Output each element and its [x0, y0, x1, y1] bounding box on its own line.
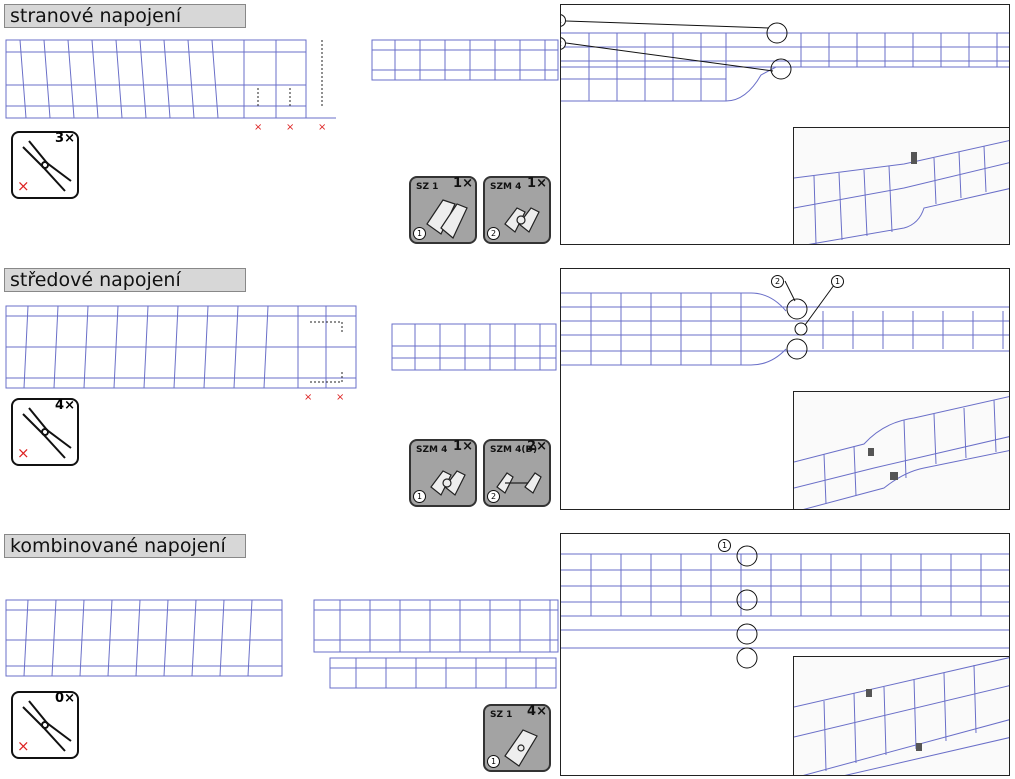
part-count: 1× — [527, 176, 547, 191]
detail-view: 2 1 — [560, 268, 1010, 510]
connector-clip-icon — [426, 199, 468, 239]
part-code: SZ 1 — [416, 182, 439, 192]
section-side-connection: stranové napojení — [0, 0, 1015, 262]
wire-cutter-icon — [22, 407, 72, 459]
cut-mark: × — [17, 737, 30, 755]
connector-clip-icon — [504, 207, 540, 233]
wire-cutter-icon — [22, 700, 72, 752]
part-box: SZM 4 1× 2 — [483, 176, 551, 244]
perspective-view — [793, 656, 1009, 775]
connector-clip-icon — [496, 472, 542, 494]
cut-mark: × — [336, 392, 345, 403]
section-title: stranové napojení — [4, 4, 246, 28]
perspective-view — [793, 391, 1009, 509]
cut-mark: × — [17, 444, 30, 462]
cut-mark: × — [286, 122, 295, 133]
connector-clip-icon — [504, 729, 538, 767]
detail-view: 1 2 — [560, 4, 1010, 245]
perspective-drawing — [794, 396, 1009, 509]
cut-mark: × — [304, 392, 313, 403]
perspective-view — [793, 127, 1009, 244]
part-number: 2 — [487, 227, 500, 240]
section-title: středové napojení — [4, 268, 246, 292]
part-box: SZ 1 1× 1 — [409, 176, 477, 244]
wire-cutter-tool-box: 0× × — [11, 691, 79, 759]
wire-cutter-icon — [22, 140, 72, 192]
tray-drawing-left — [5, 305, 557, 389]
perspective-drawing — [794, 140, 1009, 244]
detail-view: 1 — [560, 533, 1010, 776]
part-code: SZ 1 — [490, 710, 513, 720]
connector-clip-icon — [430, 470, 466, 496]
cut-mark: × — [254, 122, 263, 133]
part-count: 1× — [453, 439, 473, 454]
section-center-connection: středové napojení × × 4 — [0, 262, 1015, 530]
part-count: 4× — [527, 704, 547, 719]
callout-number: 1 — [831, 275, 844, 288]
part-number: 1 — [487, 755, 500, 768]
perspective-drawing — [794, 657, 1009, 775]
part-box: SZM 4 1× 1 — [409, 439, 477, 507]
wire-cutter-tool-box: 3× × — [11, 131, 79, 199]
top-view-drawing — [561, 545, 1009, 669]
tool-count: 0× — [55, 691, 75, 706]
tool-count: 4× — [55, 398, 75, 413]
callout-number: 2 — [771, 275, 784, 288]
part-number: 1 — [413, 490, 426, 503]
wire-cutter-tool-box: 4× × — [11, 398, 79, 466]
section-title: kombinované napojení — [4, 534, 246, 558]
part-code: SZM 4 — [490, 182, 522, 192]
part-number: 1 — [413, 227, 426, 240]
tool-count: 3× — [55, 131, 75, 146]
callout-number: 1 — [718, 539, 731, 552]
cut-mark: × — [318, 122, 327, 133]
part-number: 2 — [487, 490, 500, 503]
part-count: 2× — [527, 439, 547, 454]
part-box: SZ 1 4× 1 — [483, 704, 551, 772]
part-box: SZM 4(D) 2× 2 — [483, 439, 551, 507]
tray-drawing-left — [5, 599, 559, 689]
section-combined-connection: kombinované napojení — [0, 530, 1015, 779]
top-view-drawing — [561, 280, 1009, 366]
tray-drawing-left — [5, 39, 559, 119]
part-count: 1× — [453, 176, 473, 191]
part-code: SZM 4 — [416, 445, 448, 455]
part-code: SZM 4(D) — [490, 445, 538, 455]
top-view-drawing — [561, 20, 1009, 102]
cut-mark: × — [17, 177, 30, 195]
